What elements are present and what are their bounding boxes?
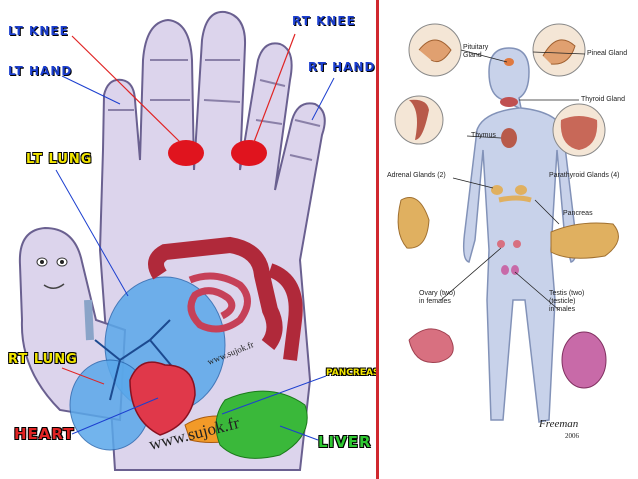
- label-pituitary: Pituitary Gland: [463, 44, 489, 59]
- small-intestine: [187, 272, 251, 333]
- label-lt-lung: LT LUNG: [26, 152, 93, 167]
- leader-heart: [71, 397, 159, 435]
- leader-rt-lung: [61, 367, 105, 385]
- label-thymus: Thymus: [471, 132, 496, 139]
- testis: [561, 331, 607, 389]
- leader-pancreas-r: [534, 199, 560, 225]
- leader-rt-hand: [311, 77, 335, 121]
- ovary: [408, 328, 454, 364]
- large-intestine: [148, 236, 283, 350]
- heart-organ: [129, 361, 196, 436]
- leader-thymus: [466, 135, 502, 139]
- bronchi: [94, 319, 176, 401]
- leader-pituitary: [460, 49, 508, 63]
- leader-rt-knee: [253, 33, 296, 143]
- label-rt-hand: RT HAND: [308, 60, 376, 74]
- leader-lt-lung: [55, 169, 129, 297]
- label-parathyroid: Parathyroid Glands (4): [549, 172, 620, 179]
- lt-knee-marker: [168, 140, 204, 166]
- leader-lt-hand: [61, 75, 121, 105]
- leader-ovary: [440, 247, 502, 301]
- hand-diagram-panel: LT KNEE LT HAND RT KNEE RT HAND LT LUNG …: [8, 10, 380, 471]
- leader-pancreas: [221, 375, 327, 415]
- leader-liver: [279, 425, 319, 441]
- label-heart: HEART: [14, 425, 75, 443]
- finger-joint-lines: [108, 59, 321, 161]
- trachea: [84, 299, 94, 341]
- label-lt-knee: LT KNEE: [8, 24, 69, 38]
- leader-adrenal: [452, 177, 494, 189]
- label-pancreas-gland: Pancreas: [563, 210, 593, 217]
- face-mouth: [43, 283, 65, 289]
- label-ovary: Ovary (two) in females: [419, 290, 456, 305]
- label-rt-knee: RT KNEE: [292, 14, 356, 28]
- label-adrenal: Adrenal Glands (2): [387, 172, 446, 179]
- hand-drawing: [18, 10, 335, 471]
- label-thyroid: Thyroid Gland: [581, 96, 625, 103]
- label-liver: LIVER: [318, 433, 372, 451]
- adrenal-gland: [397, 197, 430, 249]
- leader-pineal: [532, 51, 586, 55]
- rt-knee-marker: [231, 140, 267, 166]
- label-rt-lung: RT LUNG: [8, 352, 78, 367]
- endocrine-drawing: [394, 23, 619, 423]
- leader-lt-knee: [71, 35, 181, 143]
- body-silhouette: [462, 47, 578, 423]
- leader-testis: [514, 271, 560, 311]
- descending-colon: [267, 263, 303, 361]
- artist-signature: Freeman: [539, 418, 579, 430]
- pancreas-gland: [550, 222, 619, 259]
- label-pineal: Pineal Gland: [587, 50, 628, 57]
- label-pancreas: PANCREAS: [326, 368, 380, 378]
- panel-divider: [376, 0, 379, 479]
- label-testis: Testis (two) (testicle) in males: [549, 290, 585, 313]
- label-lt-hand: LT HAND: [8, 64, 73, 78]
- endocrine-diagram-panel: Pituitary Gland Pineal Gland Thyroid Gla…: [379, 0, 638, 479]
- artist-year: 2006: [565, 432, 579, 440]
